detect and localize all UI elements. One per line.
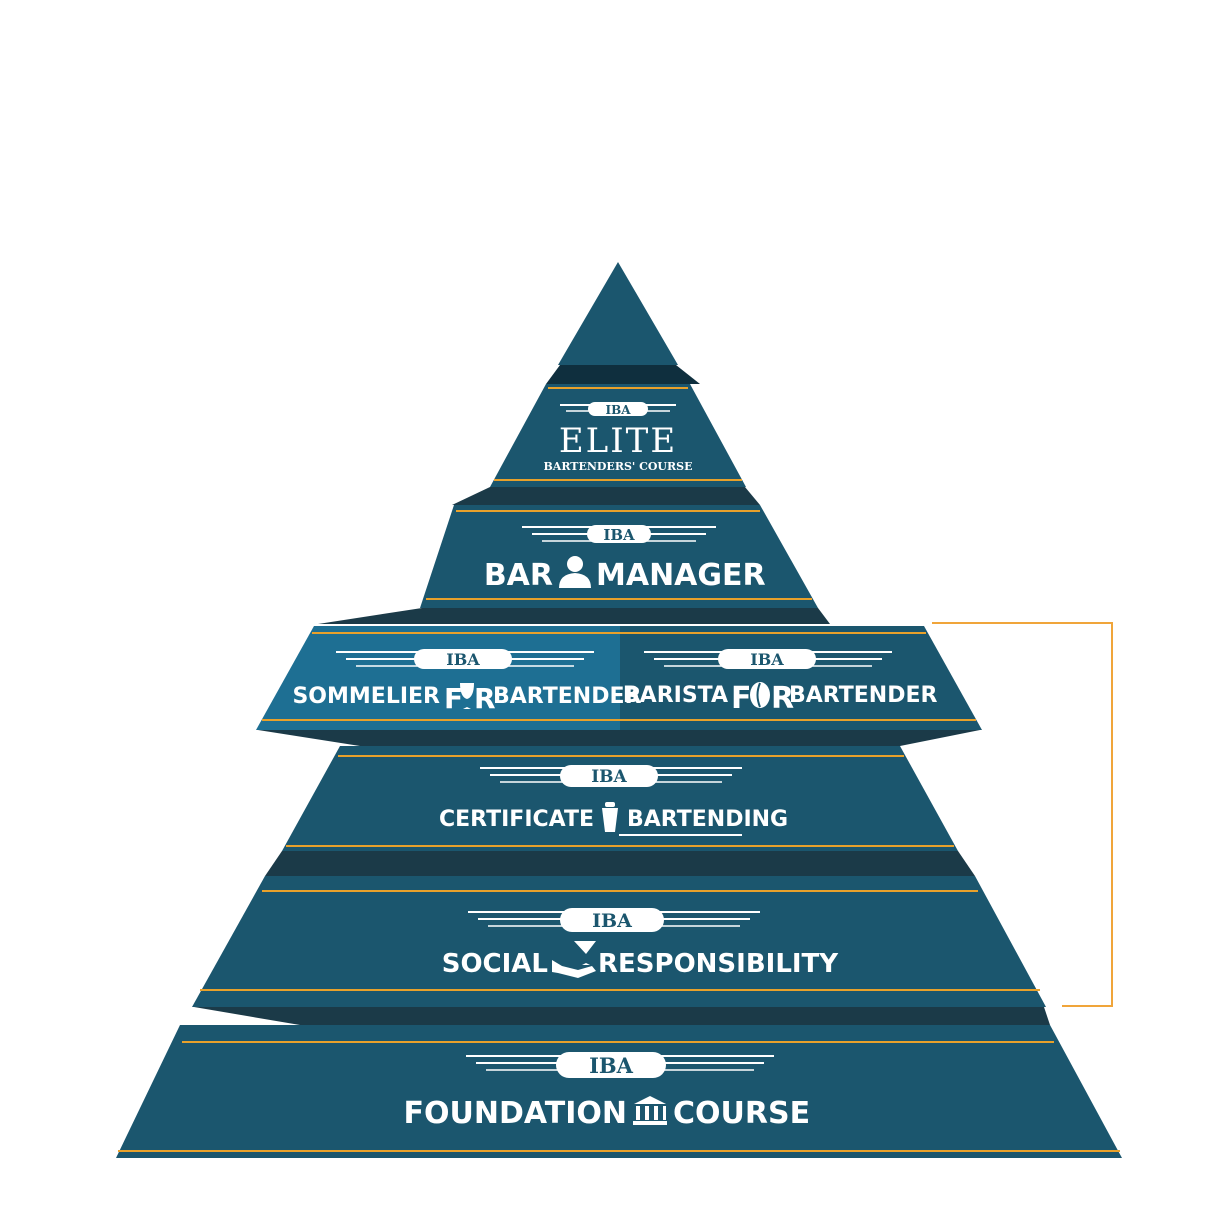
barista-badge: IBA bbox=[644, 649, 892, 669]
tier-shadows bbox=[194, 365, 1050, 1025]
person-icon bbox=[559, 556, 591, 588]
foundation-badge: IBA bbox=[466, 1052, 774, 1078]
foundation-right: COURSE bbox=[673, 1096, 810, 1131]
foundation-badge-text: IBA bbox=[589, 1053, 634, 1078]
social-right: RESPONSIBILITY bbox=[598, 949, 839, 979]
sommelier-badge-text: IBA bbox=[446, 650, 480, 669]
sommelier-barista-tier: IBA SOMMELIER F R BARTENDER IBA BARISTA … bbox=[256, 626, 982, 730]
bar-manager-badge-text: IBA bbox=[603, 526, 635, 544]
certificate-tier[interactable]: IBA CERTIFICATE BARTENDING bbox=[282, 746, 958, 851]
certificate-left: CERTIFICATE bbox=[439, 807, 594, 832]
social-tier[interactable]: IBA SOCIAL RESPONSIBILITY bbox=[192, 876, 1046, 1007]
apex-tier bbox=[558, 262, 678, 365]
barista-right: BARTENDER bbox=[789, 683, 937, 708]
elite-subtitle: BARTENDERS' COURSE bbox=[543, 460, 692, 473]
bracket-line bbox=[932, 622, 1113, 1007]
sommelier-right: BARTENDER bbox=[493, 684, 641, 709]
sommelier-for-r: R bbox=[474, 682, 496, 715]
social-badge: IBA bbox=[468, 908, 760, 932]
sommelier-panel[interactable] bbox=[256, 626, 620, 730]
coffee-bean-icon bbox=[750, 682, 770, 708]
foundation-tier[interactable]: IBA FOUNDATION COURSE bbox=[116, 1025, 1122, 1158]
bar-manager-left: BAR bbox=[484, 558, 553, 593]
barista-for-r: R bbox=[771, 681, 794, 716]
bar-manager-right: MANAGER bbox=[596, 558, 766, 593]
foundation-left: FOUNDATION bbox=[404, 1096, 628, 1131]
barista-left: BARISTA bbox=[623, 683, 728, 708]
building-icon bbox=[633, 1096, 667, 1125]
certificate-badge-text: IBA bbox=[591, 767, 627, 787]
certificate-badge: IBA bbox=[480, 765, 742, 787]
barista-for-f: F bbox=[731, 681, 752, 716]
wine-glass-icon bbox=[460, 683, 474, 709]
shaker-icon bbox=[602, 802, 618, 832]
sommelier-for-f: F bbox=[444, 682, 463, 715]
social-left: SOCIAL bbox=[442, 949, 548, 979]
bar-manager-tier[interactable]: IBA BAR MANAGER bbox=[420, 505, 818, 608]
cocktail-hand-icon bbox=[552, 941, 596, 978]
bar-manager-badge: IBA bbox=[522, 525, 716, 544]
sommelier-left: SOMMELIER bbox=[292, 684, 440, 709]
elite-badge: IBA bbox=[560, 402, 676, 417]
elite-tier[interactable]: IBA ELITE BARTENDERS' COURSE bbox=[490, 384, 746, 487]
barista-panel[interactable] bbox=[620, 626, 982, 730]
barista-badge-text: IBA bbox=[750, 650, 784, 669]
certificate-right: BARTENDING bbox=[627, 807, 788, 832]
social-badge-text: IBA bbox=[592, 910, 632, 932]
sommelier-badge: IBA bbox=[336, 649, 594, 669]
elite-badge-text: IBA bbox=[605, 403, 631, 417]
elite-title: ELITE bbox=[559, 421, 677, 461]
